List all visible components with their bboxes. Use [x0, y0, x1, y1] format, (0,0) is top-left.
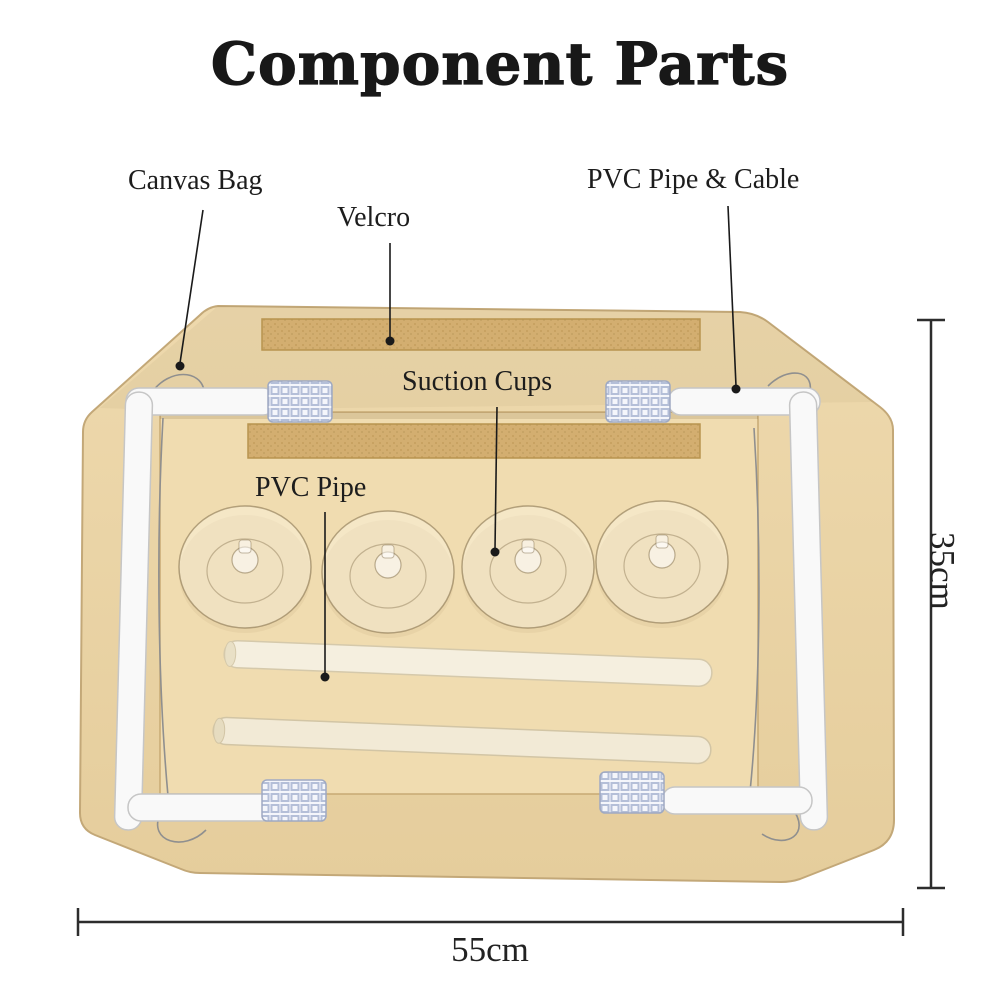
pvc-frame-right [661, 387, 829, 831]
dimension-width-label: 55cm [451, 930, 529, 969]
leader-suction-cups [494, 406, 498, 550]
leader-dot-pvc-pipe [320, 672, 330, 682]
pipe-connector-bottom-left [261, 779, 327, 822]
bag-flap-shadow [160, 412, 758, 419]
pipe-connector-bottom-right [599, 771, 665, 814]
pipe-connector-top-left [267, 380, 333, 423]
leader-pvc-pipe-cable [727, 205, 737, 387]
dimension-width-line [76, 908, 905, 936]
label-pvc-pipe-cable: PVC Pipe & Cable [587, 164, 800, 195]
pvc-frame-left [113, 387, 277, 831]
label-canvas-bag: Canvas Bag [128, 165, 263, 196]
dimension-height-label: 35cm [923, 532, 962, 610]
leader-dot-canvas-bag [175, 361, 185, 371]
pvc-pipe-loose-2 [212, 716, 712, 765]
label-velcro: Velcro [337, 202, 411, 233]
leader-canvas-bag [179, 209, 204, 364]
label-pvc-pipe: PVC Pipe [255, 472, 367, 503]
leader-dot-velcro [385, 336, 395, 346]
leader-lines [175, 205, 741, 682]
pvc-pipe-loose-1 [223, 639, 713, 688]
velcro-strip-top [261, 318, 701, 351]
suction-cup-1 [178, 505, 312, 633]
page-title: Component Parts [210, 29, 790, 98]
label-suction-cups: Suction Cups [402, 366, 553, 397]
suction-cup-2 [321, 510, 455, 638]
suction-cup-3 [461, 505, 595, 633]
leader-dot-suction-cups [490, 547, 500, 557]
dimension-height-line [917, 318, 945, 890]
pipe-connector-top-right [605, 380, 671, 423]
leader-dot-pvc-pipe-cable [731, 384, 741, 394]
suction-cup-4 [595, 500, 729, 628]
velcro-strip-flap [247, 423, 701, 459]
